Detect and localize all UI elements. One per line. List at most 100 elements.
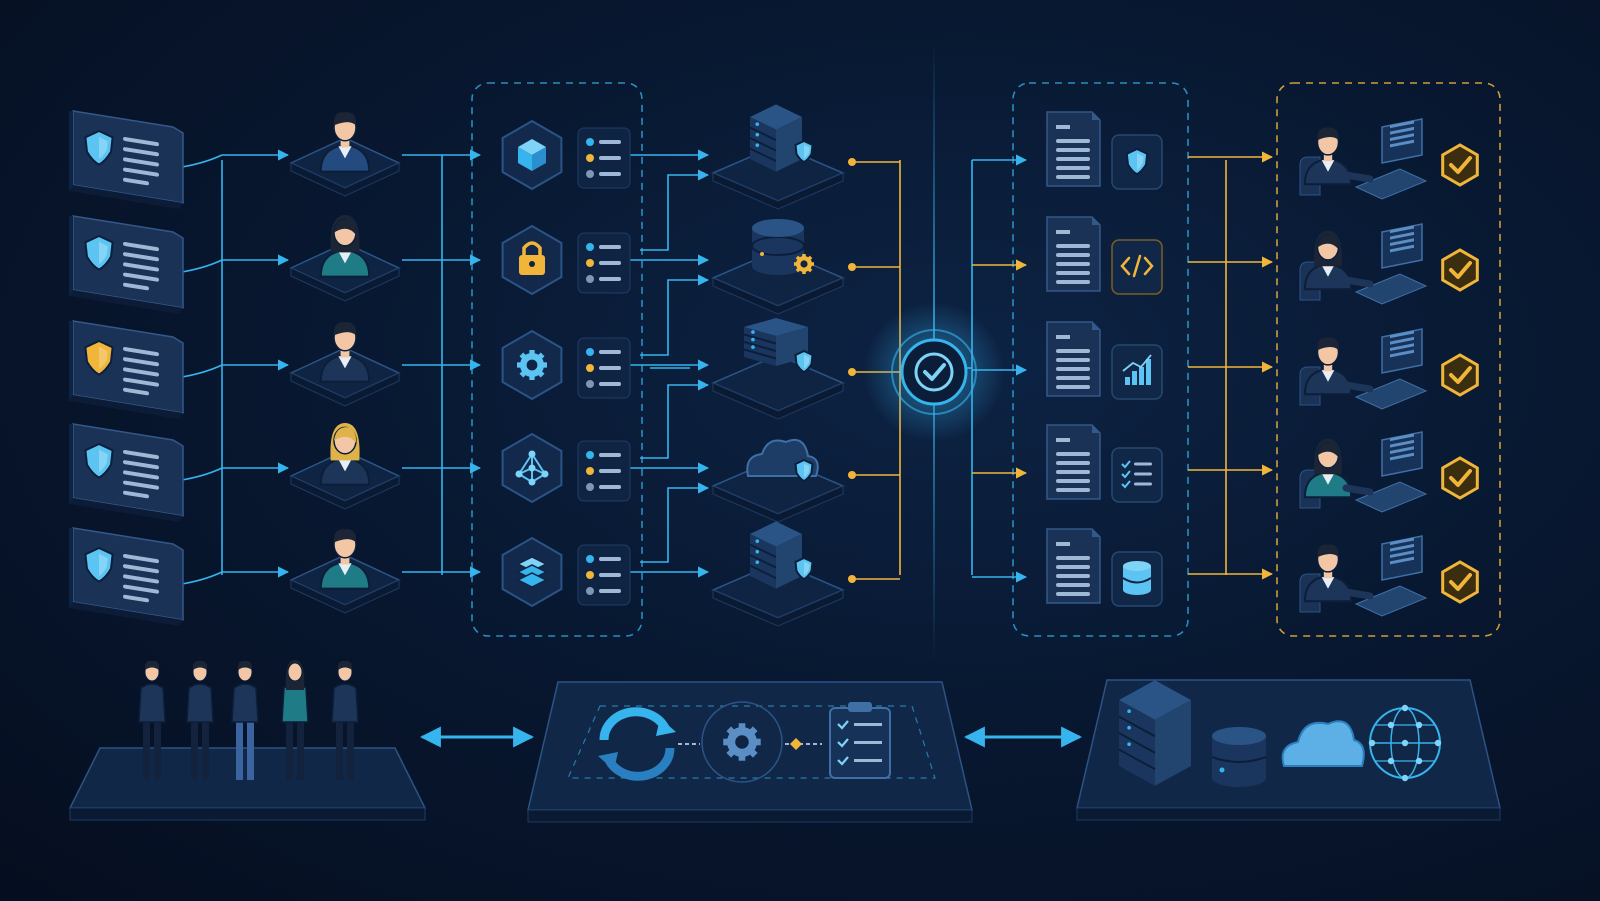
operator-at-desk-icon — [1299, 535, 1428, 617]
shield-icon — [84, 339, 114, 376]
status-list-icon — [577, 232, 631, 294]
arrow-connector — [640, 274, 710, 356]
server-rack-shield-icon — [743, 318, 814, 374]
status-list-icon — [577, 337, 631, 399]
man-figure — [331, 660, 359, 780]
shield-icon — [84, 129, 114, 166]
status-list-icon — [577, 127, 631, 189]
man-figure — [319, 322, 371, 383]
connector — [181, 259, 223, 273]
server-shield-icon — [749, 104, 814, 172]
reviewer-card — [289, 112, 401, 197]
status-list-icon — [577, 440, 631, 502]
gear-icon — [723, 723, 761, 761]
documents-group-frame — [1012, 82, 1189, 637]
clipboard-checklist-icon — [829, 702, 891, 779]
source-document — [69, 110, 184, 209]
resources-platform — [1076, 679, 1501, 821]
woman-figure — [281, 660, 309, 780]
man-figure — [138, 660, 166, 780]
infrastructure-node — [711, 219, 845, 315]
shield-icon — [794, 139, 814, 164]
team-platform — [68, 660, 427, 821]
cycle-icon — [598, 707, 676, 781]
gold-node-dot — [848, 368, 856, 376]
operator-at-desk-icon — [1299, 328, 1428, 410]
policy-module — [501, 536, 631, 608]
database-icon — [1211, 727, 1267, 787]
operators-group-frame — [1276, 82, 1501, 637]
shield-icon — [84, 234, 114, 271]
verification-hub — [864, 302, 1004, 442]
team-icon — [138, 660, 359, 780]
woman-figure — [319, 423, 371, 486]
operator-station — [1299, 118, 1479, 200]
woman-avatar-icon — [319, 215, 371, 278]
hub-inner-ring — [900, 338, 968, 406]
connector — [181, 154, 223, 168]
gold-node-dot — [848, 471, 856, 479]
woman-figure — [1303, 438, 1353, 499]
shield-icon — [84, 546, 114, 583]
check-badge-icon — [1441, 143, 1479, 187]
policy-module — [501, 432, 631, 504]
data-center-shield-icon — [749, 521, 814, 589]
man-figure — [1303, 127, 1353, 186]
man-figure — [319, 112, 371, 173]
code-icon — [1120, 254, 1154, 278]
arrow-connector — [640, 379, 710, 459]
checklist-icon — [1121, 460, 1152, 489]
padlock-icon — [519, 241, 545, 275]
hub-outer-ring — [891, 329, 977, 415]
stack-icon — [516, 556, 548, 588]
output-document — [1046, 216, 1163, 295]
woman-avatar-icon — [319, 423, 371, 486]
connector — [181, 571, 223, 585]
process-platform — [527, 681, 973, 823]
database-gear-icon — [751, 219, 814, 275]
operator-station — [1299, 328, 1479, 410]
cube-icon — [518, 139, 546, 171]
verification-check-icon — [914, 352, 954, 392]
reviewer-card — [289, 215, 401, 302]
infrastructure-node — [711, 104, 845, 210]
shield-icon — [1125, 147, 1149, 176]
policy-module — [501, 119, 631, 191]
reviewer-card — [289, 529, 401, 614]
status-list-icon — [577, 544, 631, 606]
shield-icon — [794, 458, 814, 483]
gold-node-dot — [848, 263, 856, 271]
operator-station — [1299, 431, 1479, 513]
policy-module — [501, 224, 631, 296]
woman-figure — [319, 215, 371, 278]
gold-node-dot — [848, 575, 856, 583]
man-avatar-icon — [319, 112, 371, 173]
operator-station — [1299, 223, 1479, 305]
output-document — [1046, 424, 1163, 503]
source-document — [69, 215, 184, 314]
check-badge-icon — [1441, 560, 1479, 604]
output-document — [1046, 528, 1163, 607]
gold-node-dot — [848, 158, 856, 166]
shield-icon — [794, 556, 814, 581]
arrow-connector — [640, 169, 710, 251]
check-badge-icon — [1441, 456, 1479, 500]
source-document — [69, 320, 184, 419]
cloud-icon — [1281, 720, 1365, 767]
server-icon — [1118, 680, 1191, 786]
man-figure — [319, 529, 371, 590]
man-figure — [186, 660, 214, 780]
operator-station — [1299, 535, 1479, 617]
check-badge-icon — [1441, 353, 1479, 397]
operator-at-desk-icon — [1299, 118, 1428, 200]
arrow-connector — [640, 482, 710, 563]
source-document — [69, 423, 184, 522]
bar-chart-icon — [1122, 354, 1152, 385]
man-figure — [1303, 337, 1353, 396]
man-figure — [231, 660, 259, 780]
man-avatar-icon — [319, 529, 371, 590]
policy-module — [501, 329, 631, 401]
operator-at-desk-icon — [1299, 431, 1428, 513]
